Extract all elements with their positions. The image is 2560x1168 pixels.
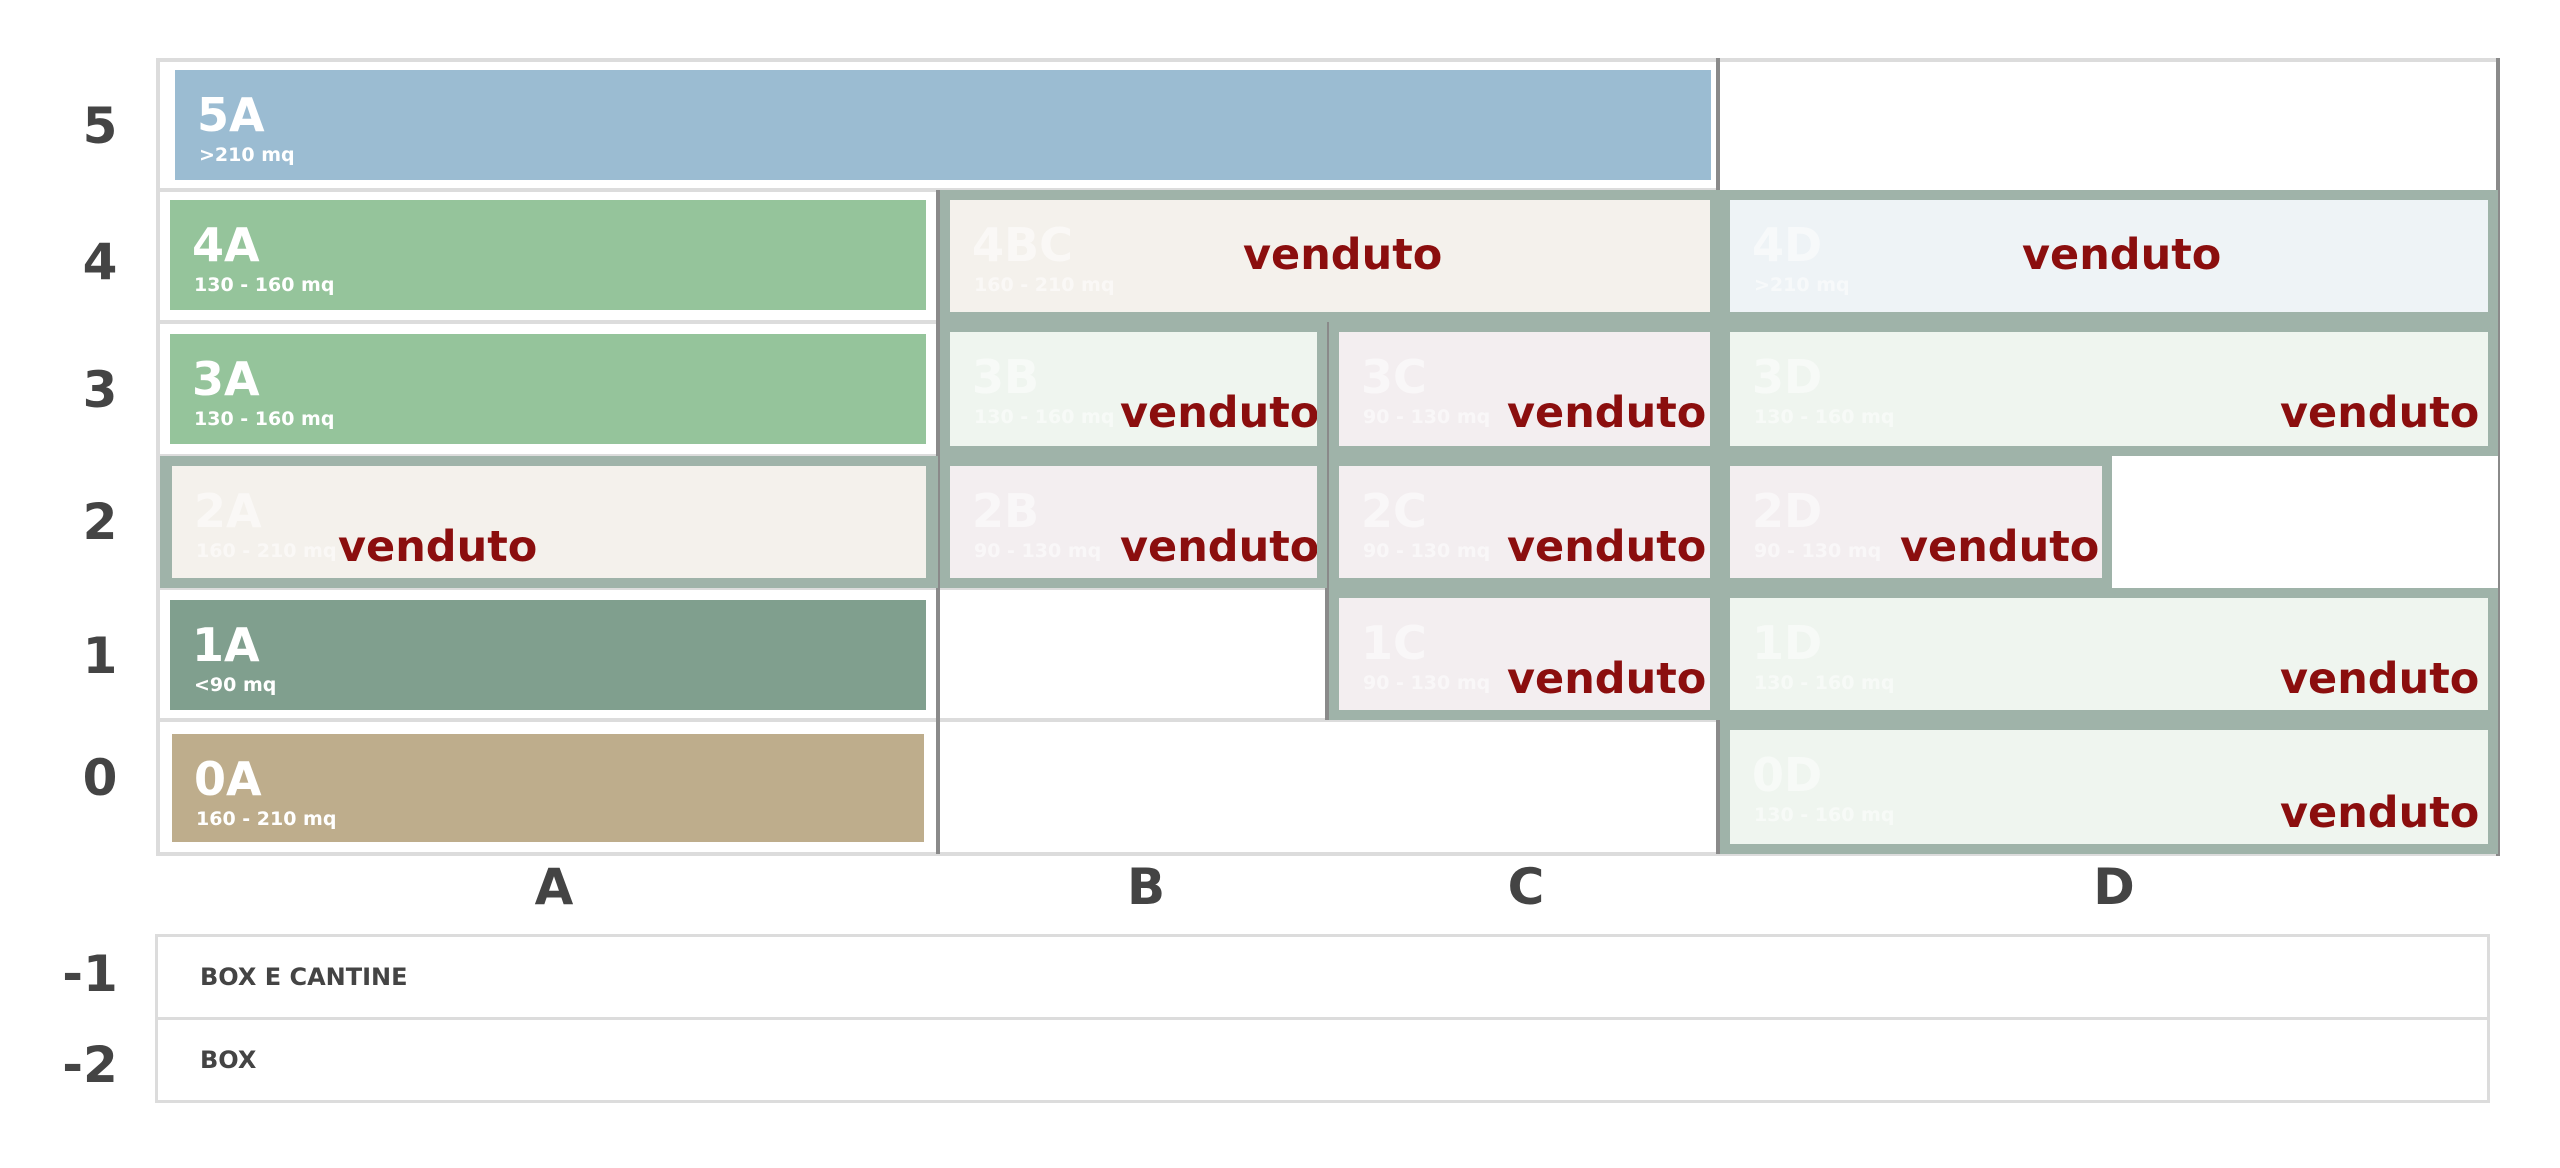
unit-size: 130 - 160 mq [194, 274, 335, 296]
unit-size: 160 - 210 mq [196, 540, 337, 562]
unit-code: 3D [1752, 350, 1823, 404]
unit-size: 90 - 130 mq [1363, 540, 1491, 562]
sold-label: venduto [1507, 388, 1707, 438]
sold-label: venduto [338, 522, 538, 572]
unit-5a[interactable]: 5A >210 mq [175, 70, 1711, 180]
unit-code: 0A [194, 752, 262, 806]
unit-1d[interactable]: 1D 130 - 160 mq venduto [1730, 598, 2488, 710]
grid-bottom [156, 852, 2500, 856]
unit-2c[interactable]: 2C 90 - 130 mq venduto [1339, 466, 1710, 578]
sold-label: venduto [2280, 388, 2480, 438]
sold-label: venduto [1120, 388, 1317, 438]
floor-label-5: 5 [82, 97, 118, 155]
unit-code: 3B [972, 350, 1040, 404]
unit-2d[interactable]: 2D 90 - 130 mq venduto [1730, 466, 2102, 578]
floor-label-1: 1 [82, 627, 118, 685]
sold-label: venduto [2280, 654, 2480, 704]
unit-code: 2C [1361, 484, 1427, 538]
unit-code: 4A [192, 218, 260, 272]
unit-3c[interactable]: 3C 90 - 130 mq venduto [1339, 332, 1710, 446]
basement-minus-2[interactable]: BOX [155, 1017, 2490, 1103]
column-label-c: C [1507, 858, 1545, 916]
unit-code: 1D [1752, 616, 1823, 670]
column-label-a: A [534, 858, 574, 916]
sold-label: venduto [1507, 654, 1707, 704]
floor-label-4: 4 [82, 233, 118, 291]
basement-minus-1[interactable]: BOX E CANTINE [155, 934, 2490, 1020]
column-label-b: B [1126, 858, 1166, 916]
grid-top [156, 58, 2500, 62]
unit-size: 130 - 160 mq [1754, 672, 1895, 694]
unit-code: 1C [1361, 616, 1427, 670]
unit-3a[interactable]: 3A 130 - 160 mq [170, 334, 926, 444]
sold-label: venduto [2022, 230, 2222, 280]
sold-label: venduto [1243, 230, 1443, 280]
unit-2b[interactable]: 2B 90 - 130 mq venduto [950, 466, 1317, 578]
unit-3d[interactable]: 3D 130 - 160 mq venduto [1730, 332, 2488, 446]
sold-label: venduto [1120, 522, 1317, 572]
unit-size: 130 - 160 mq [1754, 406, 1895, 428]
floor-label-3: 3 [82, 361, 118, 419]
floor-label-minus-2: -2 [62, 1036, 118, 1094]
grid-v-ab [936, 190, 940, 854]
unit-code: 5A [197, 88, 265, 142]
floor-label-2: 2 [82, 493, 118, 551]
unit-size: 90 - 130 mq [974, 540, 1102, 562]
unit-4d[interactable]: 4D >210 mq venduto [1730, 200, 2488, 312]
unit-2a[interactable]: 2A 160 - 210 mq venduto [172, 466, 926, 578]
unit-size: 90 - 130 mq [1363, 672, 1491, 694]
unit-size: 90 - 130 mq [1754, 540, 1882, 562]
grid-2d-gap-fill [2112, 456, 2498, 588]
unit-0d[interactable]: 0D 130 - 160 mq venduto [1730, 730, 2488, 844]
unit-size: >210 mq [199, 144, 295, 166]
grid-right [2496, 58, 2500, 856]
unit-code: 4D [1752, 218, 1823, 272]
grid-h-4 [156, 320, 946, 324]
floor-label-minus-1: -1 [62, 945, 118, 1003]
unit-size: 160 - 210 mq [196, 808, 337, 830]
basement-label: BOX E CANTINE [200, 963, 408, 991]
floor-label-0: 0 [82, 749, 118, 807]
unit-1a[interactable]: 1A <90 mq [170, 600, 926, 710]
unit-code: 2A [194, 484, 262, 538]
unit-size: 130 - 160 mq [194, 408, 335, 430]
unit-0a[interactable]: 0A 160 - 210 mq [172, 734, 924, 842]
unit-code: 4BC [972, 218, 1073, 272]
unit-4bc[interactable]: 4BC 160 - 210 mq venduto [950, 200, 1710, 312]
unit-code: 3C [1361, 350, 1427, 404]
unit-size: <90 mq [194, 674, 277, 696]
sold-label: venduto [2280, 788, 2480, 838]
sold-label: venduto [1900, 522, 2100, 572]
unit-4a[interactable]: 4A 130 - 160 mq [170, 200, 926, 310]
grid-v-bc [1325, 320, 1329, 720]
basement-label: BOX [200, 1046, 257, 1074]
unit-code: 1A [192, 618, 260, 672]
unit-code: 2D [1752, 484, 1823, 538]
unit-code: 3A [192, 352, 260, 406]
column-label-d: D [2093, 858, 2135, 916]
unit-size: 130 - 160 mq [1754, 804, 1895, 826]
unit-size: 90 - 130 mq [1363, 406, 1491, 428]
unit-1c[interactable]: 1C 90 - 130 mq venduto [1339, 598, 1710, 710]
unit-size: 130 - 160 mq [974, 406, 1115, 428]
unit-size: 160 - 210 mq [974, 274, 1115, 296]
unit-code: 0D [1752, 748, 1823, 802]
unit-3b[interactable]: 3B 130 - 160 mq venduto [950, 332, 1317, 446]
unit-code: 2B [972, 484, 1040, 538]
sold-label: venduto [1507, 522, 1707, 572]
unit-size: >210 mq [1754, 274, 1850, 296]
